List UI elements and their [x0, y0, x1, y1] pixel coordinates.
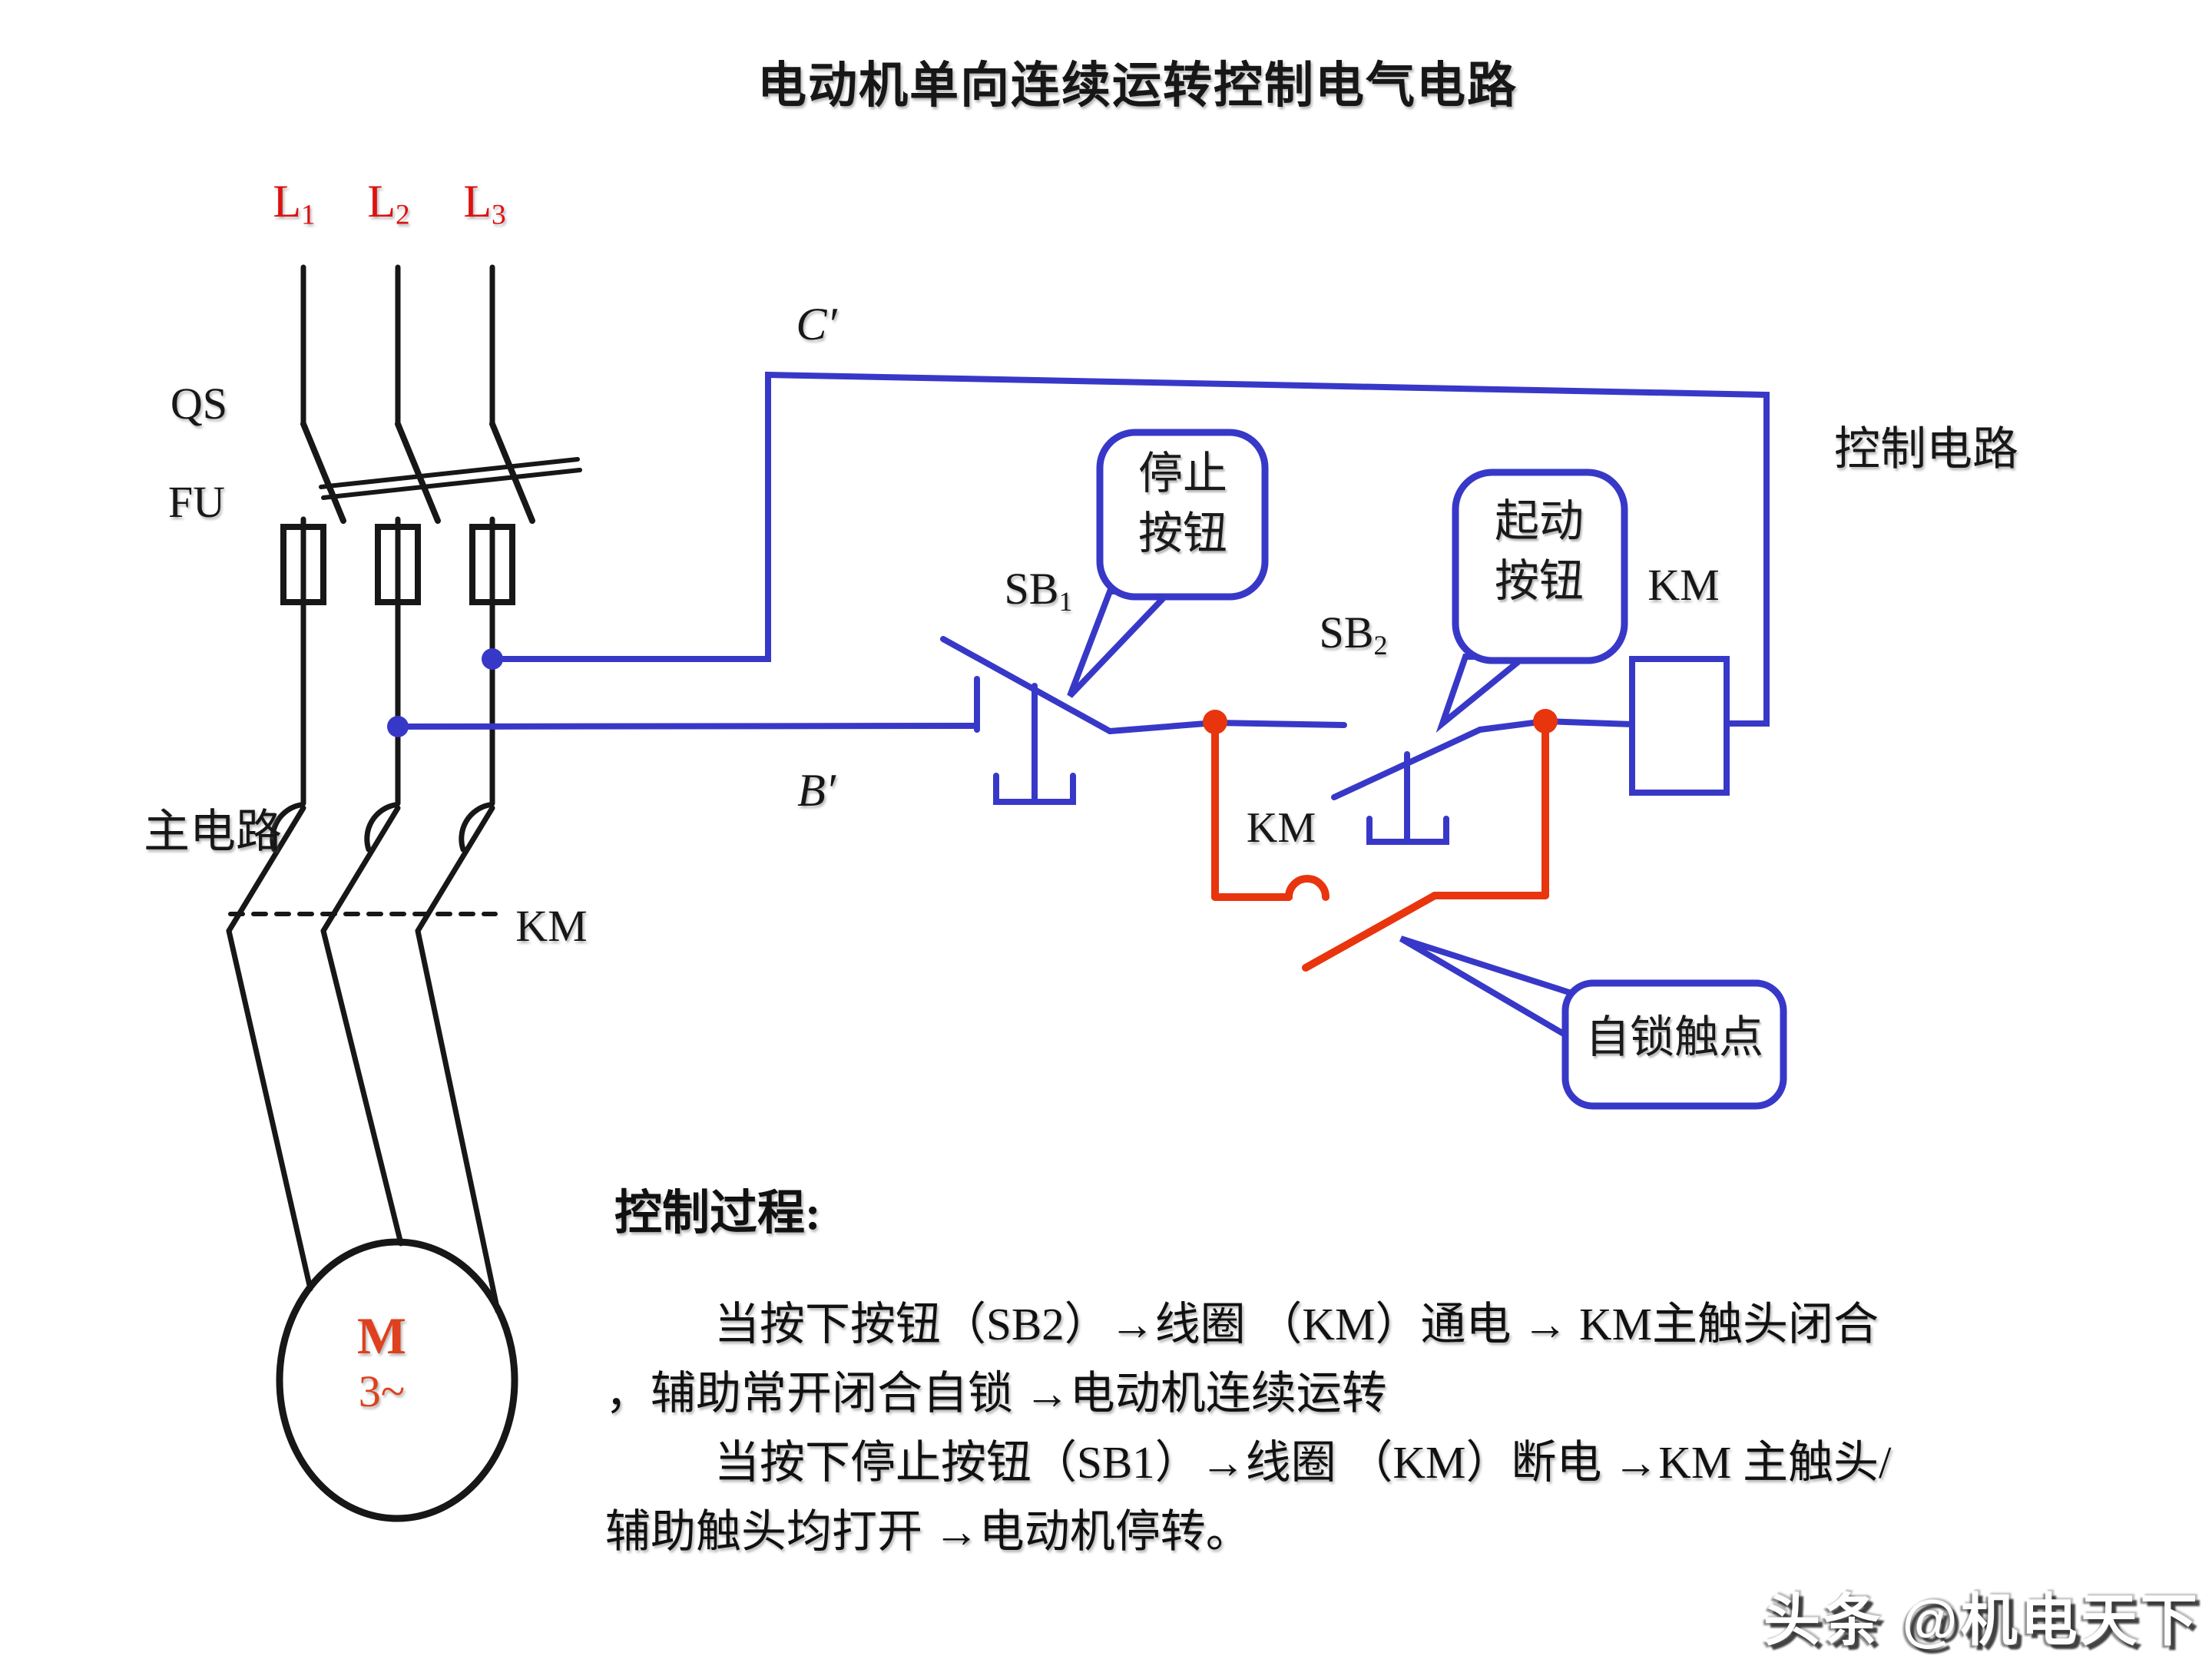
phase-feed-lines — [300, 264, 495, 427]
process-line-4: 辅助触头均打开 →电动机停转。 — [605, 1506, 1251, 1557]
motor-circle — [276, 1238, 518, 1522]
node-label-c-prime: C′ — [796, 299, 837, 349]
phase-l1-sub: 1 — [301, 199, 316, 231]
contactor-main-contacts-km — [226, 802, 498, 934]
selflock-callout-box — [1561, 979, 1787, 1110]
tap-dot-l3 — [482, 648, 503, 670]
phase-label-l2: L2 — [367, 175, 409, 231]
sb2-base: SB — [1319, 608, 1374, 657]
start-callout-line1: 起动 — [1494, 496, 1584, 546]
phase-l1-base: L — [273, 176, 302, 227]
aux-dot-right — [1533, 709, 1558, 733]
control-wire-top-loop — [489, 371, 1770, 727]
stop-button-sb1-symbol — [940, 636, 1347, 805]
process-line-1: 当按下按钮（SB2）→线圈 （KM）通电 → KM主触头闭合 — [714, 1299, 1879, 1349]
process-line-2: ，辅助常开闭合自锁 →电动机连续运转 — [605, 1368, 1387, 1419]
aux-contact-label-km: KM — [1246, 804, 1316, 852]
node-label-b-prime: B′ — [797, 765, 836, 816]
sb2-sub: 2 — [1373, 629, 1388, 661]
stop-callout-line1: 停止 — [1137, 449, 1228, 498]
control-wires — [395, 371, 1770, 730]
motor-phase-mark: 3~ — [358, 1366, 406, 1416]
start-callout-box — [1452, 469, 1628, 664]
callout-shapes — [1067, 429, 1787, 1110]
contactor-main-label-km: KM — [515, 901, 588, 951]
coil-label-km: KM — [1647, 560, 1720, 610]
phase-l2-sub: 2 — [396, 199, 410, 231]
control-circuit-section-label: 控制电路 — [1834, 424, 2018, 475]
start-callout-tail — [1435, 654, 1534, 733]
junction-dots — [387, 648, 1558, 737]
process-line-3: 当按下停止按钮（SB1）→线圈 （KM）断电 →KM 主触头/ — [714, 1437, 1892, 1488]
fuse-symbols-fu — [280, 524, 515, 605]
aux-contact-blade — [1302, 892, 1439, 972]
start-callout-text: 起动 按钮 — [1495, 492, 1584, 611]
start-callout-line2: 按钮 — [1494, 556, 1584, 606]
main-circuit-section-label: 主电路 — [144, 806, 282, 857]
start-button-label-sb2: SB2 — [1320, 607, 1388, 661]
phase-label-l1: L1 — [273, 175, 315, 231]
page-title: 电动机单向连续运转控制电气电路 — [757, 58, 1518, 113]
stop-callout-tail — [1067, 588, 1177, 698]
contactor-coil-km — [1629, 656, 1730, 796]
fuse-label-fu: FU — [167, 477, 226, 527]
selflock-callout-tail — [1399, 935, 1575, 1044]
phase-label-l3: L3 — [463, 175, 505, 231]
lines-qs-to-contactor — [300, 516, 495, 806]
phase-l2-base: L — [367, 176, 396, 227]
phase-l3-sub: 3 — [492, 199, 506, 231]
selflock-aux-branch — [1211, 718, 1549, 972]
lines-contactor-to-motor — [226, 928, 501, 1314]
stop-callout-text: 停止 按钮 — [1138, 444, 1227, 564]
stop-button-label-sb1: SB1 — [1005, 563, 1073, 618]
aux-dot-left — [1203, 710, 1227, 734]
stop-callout-box — [1096, 429, 1269, 601]
sb1-base: SB — [1004, 564, 1059, 614]
start-button-sb2-symbol — [1331, 717, 1635, 845]
knife-switch-label-qs: QS — [170, 379, 228, 429]
control-wire-bottom-rail — [395, 723, 980, 730]
stop-callout-line2: 按钮 — [1137, 508, 1228, 558]
sb1-sub: 1 — [1058, 585, 1073, 617]
process-heading: 控制过程: — [614, 1187, 821, 1240]
tap-dot-l2 — [387, 716, 409, 737]
watermark: 头条 @机电天下 — [1763, 1588, 2200, 1652]
selflock-callout-text: 自锁触点 — [1584, 1012, 1764, 1062]
knife-switch-qs — [300, 421, 582, 524]
phase-l3-base: L — [463, 176, 492, 227]
motor-letter: M — [356, 1306, 407, 1365]
